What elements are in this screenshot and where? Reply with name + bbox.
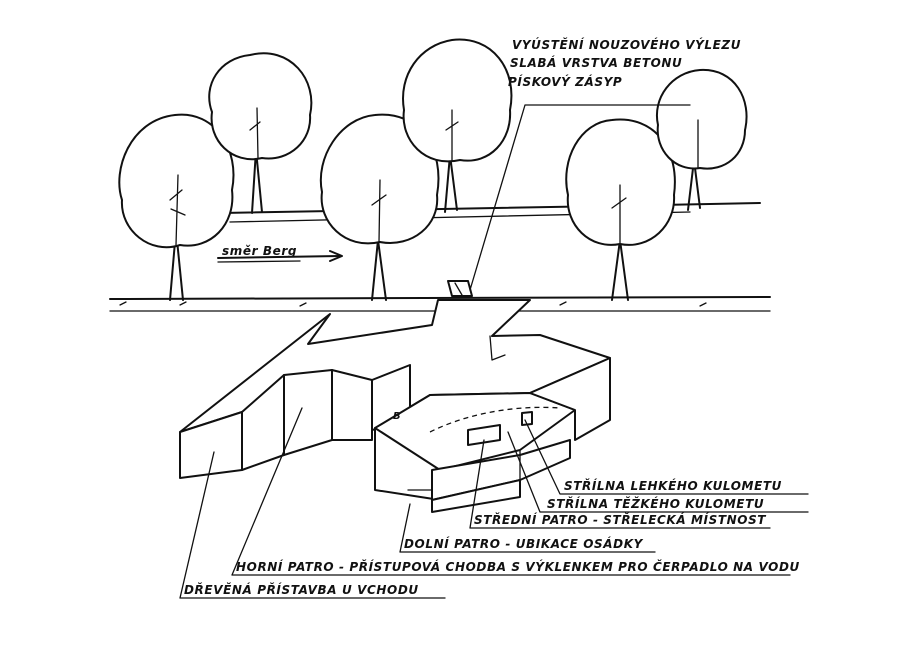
direction-label: směr Berg <box>222 244 297 258</box>
block-mark: B <box>393 411 401 422</box>
callout-upper-floor: HORNÍ PATRO - PŘÍSTUPOVÁ CHODBA S VÝKLEN… <box>236 559 800 574</box>
direction-arrow <box>217 250 343 263</box>
tree <box>565 118 676 301</box>
bunker-block <box>179 299 611 513</box>
callout-lower-floor: DOLNÍ PATRO - UBIKACE OSÁDKY <box>404 536 644 551</box>
callout-thin-concrete: SLABÁ VRSTVA BETONU <box>510 55 682 70</box>
tree <box>208 52 313 214</box>
callout-wooden-annex: DŘEVĚNÁ PŘÍSTAVBA U VCHODU <box>184 582 419 597</box>
callout-heavy-mg: STŘÍLNA TĚŽKÉHO KULOMETU <box>547 496 764 511</box>
tree <box>118 113 235 301</box>
emergency-exit-shaft <box>447 280 473 297</box>
callout-emergency-exit: VYÚSTĚNÍ NOUZOVÉHO VÝLEZU <box>512 37 741 52</box>
leader-lines <box>179 104 809 599</box>
tree <box>655 68 748 211</box>
tree <box>402 38 513 213</box>
callout-light-mg: STŘÍLNA LEHKÉHO KULOMETU <box>564 478 782 493</box>
callout-sand-fill: PÍSKOVÝ ZÁSYP <box>508 74 622 89</box>
callout-middle-floor: STŘEDNÍ PATRO - STŘELECKÁ MÍSTNOST <box>474 512 766 527</box>
